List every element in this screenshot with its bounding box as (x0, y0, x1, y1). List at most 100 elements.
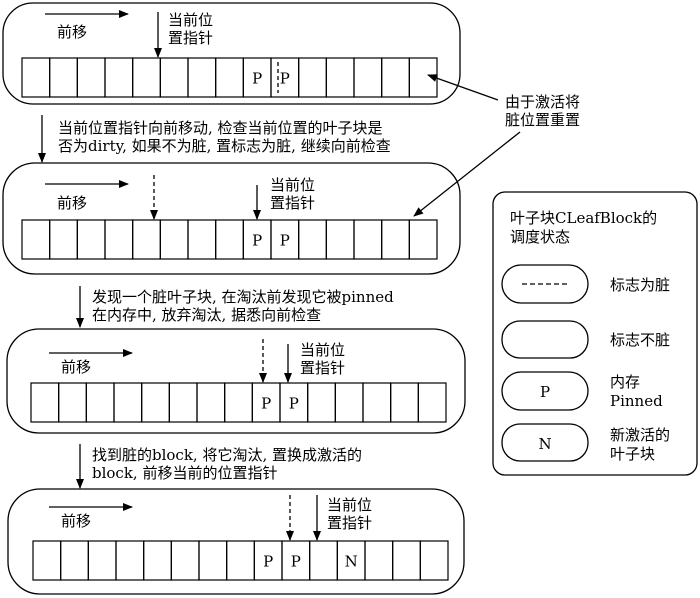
block-cell (298, 57, 327, 98)
block-cell (408, 219, 438, 260)
legend-box (492, 191, 698, 476)
block-cell-label: P (291, 553, 301, 571)
block-cell (85, 382, 115, 423)
block-cell (30, 382, 60, 423)
stage-3-pointer-label-2: 置指针 (300, 359, 345, 377)
block-cell-label: P (280, 232, 290, 250)
block-cell (226, 540, 255, 581)
legend-clean-label: 标志不脏 (610, 331, 670, 349)
block-cell (104, 57, 134, 98)
block-cell (381, 57, 410, 98)
block-cell (381, 219, 410, 260)
stage-1-pointer-label-2: 置指针 (168, 29, 213, 47)
stage-3-container (6, 328, 466, 434)
block-cell (390, 382, 419, 423)
legend-dirty-symbol (501, 264, 589, 304)
legend-dirty-label: 标志为脏 (610, 276, 670, 294)
block-cell (115, 540, 145, 581)
legend-title-1: 叶子块CLeafBlock的 (510, 209, 657, 227)
stage-1-container (2, 2, 461, 105)
block-cell-label: P (252, 232, 262, 250)
block-cell (143, 540, 172, 581)
block-cell (187, 57, 217, 98)
callout-line-2: 脏位置重置 (505, 111, 580, 129)
stage-2-container (2, 162, 461, 275)
block-cell (58, 382, 87, 423)
callout-line-1: 由于激活将 (505, 93, 580, 111)
callout-arrow-to-stage-1 (427, 74, 499, 101)
block-cell (141, 382, 170, 423)
block-cell-label: P (252, 70, 262, 88)
block-cell-label: P (280, 70, 290, 88)
block-cell (325, 219, 355, 260)
legend-new-symbol (501, 423, 589, 462)
stage-4-forward-label: 前移 (61, 512, 91, 530)
block-cell-label: N (345, 553, 358, 571)
block-cell (307, 382, 336, 423)
block-cell (215, 57, 244, 98)
block-cell (170, 540, 200, 581)
block-cell (392, 540, 421, 581)
block-cell (32, 540, 62, 581)
stage-1-forward-label: 前移 (57, 23, 87, 41)
block-cell (87, 540, 117, 581)
legend-clean-symbol (501, 320, 589, 359)
stage-3-pointer-label-1: 当前位 (300, 341, 345, 359)
stage-2-pointer-label-2: 置指针 (270, 194, 315, 212)
legend-pinned-label-1: 内存 (610, 373, 640, 391)
block-cell (325, 57, 355, 98)
block-cell (104, 219, 134, 260)
stage-3-forward-label: 前移 (61, 358, 91, 376)
block-cell (60, 540, 89, 581)
stage-2-pointer-label-1: 当前位 (270, 176, 315, 194)
block-cell (198, 540, 228, 581)
legend-new-label-1: 新激活的 (610, 426, 670, 444)
block-cell-label: P (289, 395, 299, 413)
block-cell (408, 57, 438, 98)
block-cell-label: P (261, 395, 271, 413)
stage-2-forward-label: 前移 (57, 194, 87, 212)
block-cell (21, 57, 51, 98)
stage-1-pointer-label-1: 当前位 (168, 11, 213, 29)
block-cell (353, 219, 383, 260)
block-cell (362, 382, 392, 423)
block-cell-label: P (263, 553, 273, 571)
block-cell (76, 219, 106, 260)
legend: 叶子块CLeafBlock的 调度状态 标志为脏 标志不脏 P 内存 Pinne… (492, 191, 698, 476)
block-cell (132, 57, 161, 98)
transition-1-line-1: 当前位置指针向前移动, 检查当前位置的叶子块是 (58, 119, 383, 137)
block-cell (113, 382, 143, 423)
block-cell (168, 382, 198, 423)
legend-new-symbol-letter: N (538, 435, 551, 453)
legend-pinned-symbol-letter: P (540, 383, 550, 401)
legend-title-2: 调度状态 (510, 228, 570, 246)
block-cell (215, 219, 244, 260)
stage-4-container (7, 488, 465, 595)
block-cell (364, 540, 394, 581)
block-cell (419, 540, 449, 581)
transition-3-line-2: block, 前移当前的位置指针 (92, 464, 277, 482)
block-cell (132, 219, 161, 260)
stage-4-pointer-label-2: 置指针 (327, 514, 372, 532)
transition-2-line-1: 发现一个脏叶子块, 在淘汰前发现它被pinned (92, 288, 394, 306)
transition-2-line-2: 在内存中, 放弃淘汰, 据悉向前检查 (92, 306, 321, 324)
legend-pinned-symbol (501, 371, 589, 411)
legend-pinned-label-2: Pinned (610, 392, 663, 410)
block-cell (353, 57, 383, 98)
transition-1-line-2: 否为dirty, 如果不为脏, 置标志为脏, 继续向前检查 (58, 137, 391, 155)
stage-4-pointer-label-1: 当前位 (327, 496, 372, 514)
block-cell (298, 219, 327, 260)
block-cell (21, 219, 51, 260)
transition-3-line-1: 找到脏的block, 将它淘汰, 置换成激活的 (92, 446, 362, 464)
block-cell (309, 540, 338, 581)
block-cell (76, 57, 106, 98)
block-cell (417, 382, 447, 423)
block-cell (196, 382, 226, 423)
